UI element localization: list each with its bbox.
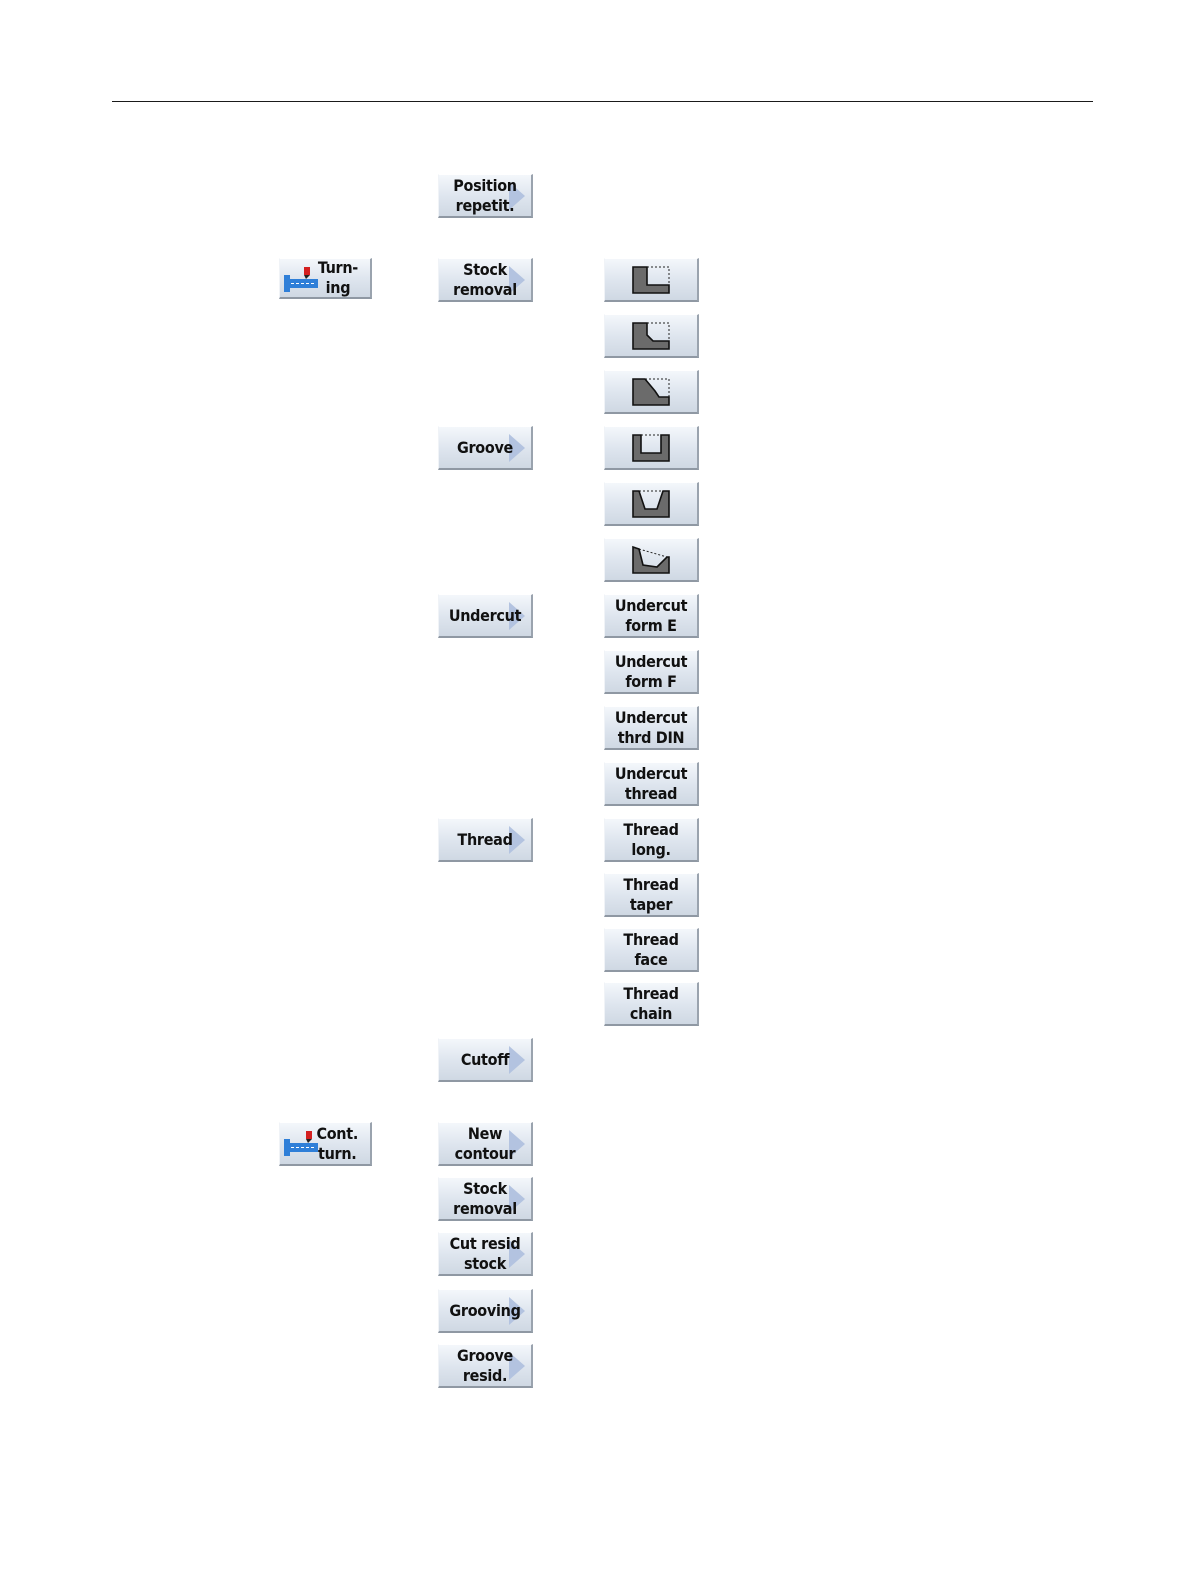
groove-resid-softkey[interactable]: Groove resid. xyxy=(438,1344,533,1388)
groove-3-softkey[interactable] xyxy=(604,538,699,582)
turning-spindle-icon xyxy=(284,265,320,295)
contour-turning-spindle-icon xyxy=(284,1129,320,1159)
groove-2-icon xyxy=(631,489,671,519)
undercut-thrd-din-softkey[interactable]: Undercut thrd DIN xyxy=(604,706,699,750)
thread-taper-softkey[interactable]: Thread taper xyxy=(604,873,699,917)
stock-removal-1-softkey[interactable] xyxy=(604,258,699,302)
stock-removal-2-icon xyxy=(631,321,671,351)
contour-turning-softkey[interactable]: Cont. turn. xyxy=(279,1122,372,1166)
grooving-softkey[interactable]: Grooving xyxy=(438,1289,533,1333)
stock-removal-2-softkey[interactable] xyxy=(604,314,699,358)
new-contour-softkey[interactable]: New contour xyxy=(438,1122,533,1166)
stock-removal-3-softkey[interactable] xyxy=(604,370,699,414)
arrow-right-icon xyxy=(509,1046,525,1074)
position-repetit-softkey[interactable]: Position repetit. xyxy=(438,174,533,218)
thread-face-softkey[interactable]: Thread face xyxy=(604,928,699,972)
turning-softkey[interactable]: Turn- ing xyxy=(279,258,372,299)
thread-chain-softkey[interactable]: Thread chain xyxy=(604,982,699,1026)
cut-resid-stock-softkey[interactable]: Cut resid stock xyxy=(438,1232,533,1276)
stock-removal-1-icon xyxy=(631,265,671,295)
stock-removal-contour-softkey[interactable]: Stock removal xyxy=(438,1177,533,1221)
thread-long-softkey[interactable]: Thread long. xyxy=(604,818,699,862)
contour-turning-label: Cont. turn. xyxy=(316,1124,358,1164)
undercut-softkey[interactable]: Undercut xyxy=(438,594,533,638)
undercut-form-f-softkey[interactable]: Undercut form F xyxy=(604,650,699,694)
undercut-thread-softkey[interactable]: Undercut thread xyxy=(604,762,699,806)
groove-1-softkey[interactable] xyxy=(604,426,699,470)
header-rule xyxy=(112,101,1093,102)
groove-softkey[interactable]: Groove xyxy=(438,426,533,470)
thread-softkey[interactable]: Thread xyxy=(438,818,533,862)
turning-label: Turn- ing xyxy=(318,258,358,298)
stock-removal-softkey[interactable]: Stock removal xyxy=(438,258,533,302)
groove-3-icon xyxy=(631,545,671,575)
groove-2-softkey[interactable] xyxy=(604,482,699,526)
cutoff-softkey[interactable]: Cutoff xyxy=(438,1038,533,1082)
stock-removal-3-icon xyxy=(631,377,671,407)
groove-1-icon xyxy=(631,433,671,463)
undercut-form-e-softkey[interactable]: Undercut form E xyxy=(604,594,699,638)
